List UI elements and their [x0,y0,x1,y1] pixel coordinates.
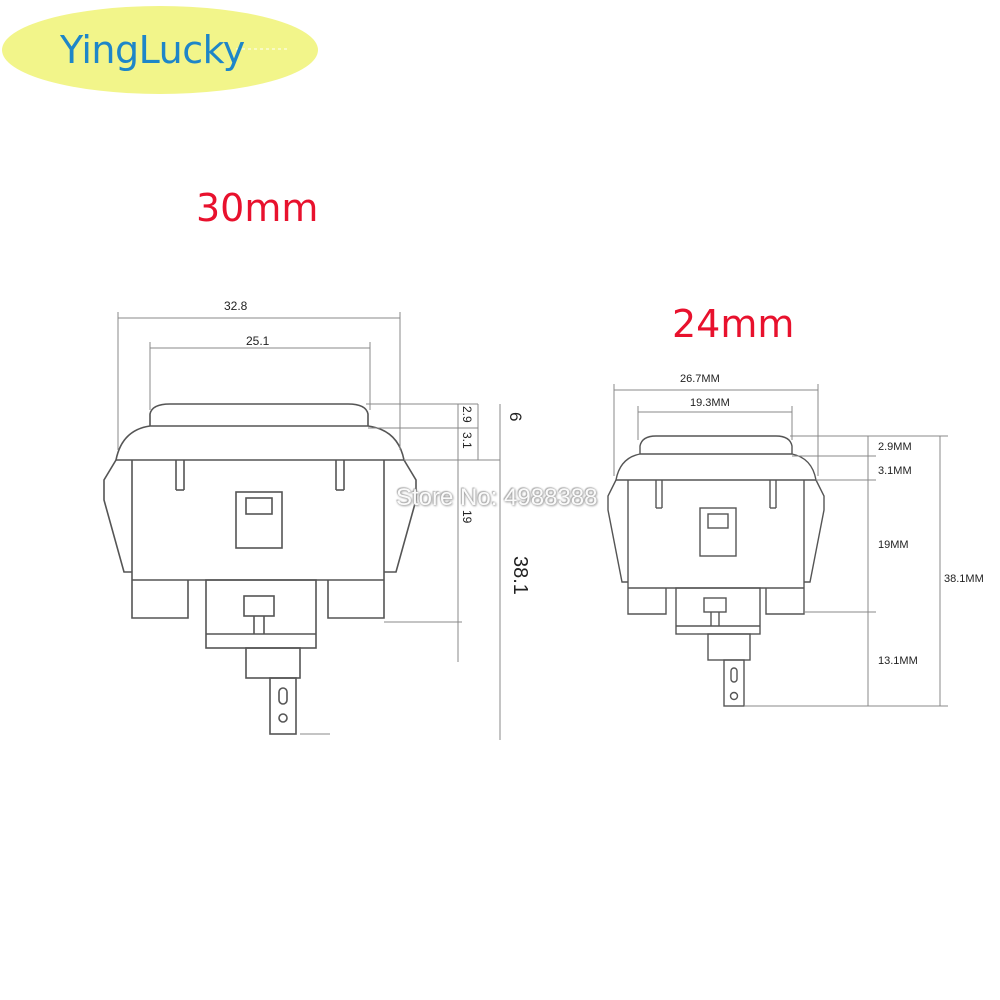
dim-24-body: 19MM [878,539,909,551]
brand-logo [2,6,318,94]
dim-30-cap-width: 25.1 [246,334,270,348]
button-24mm-dimension-lines [613,384,948,707]
size-label-24mm: 24mm [672,302,795,346]
dim-30-total: 38.1 [509,556,531,595]
button-30mm-drawing [103,403,417,735]
store-watermark: Store No: 4988388 [396,484,598,511]
dim-30-cap-height: 2.9 [460,406,474,423]
dim-30-body: 19 [460,510,474,524]
dim-24-terminal: 13.1MM [878,655,918,667]
button-30mm-dimension-lines [117,312,501,740]
dim-24-outer-width: 26.7MM [680,373,720,385]
brand-name: YingLucky [60,28,245,72]
dim-30-outer-width: 32.8 [224,299,248,313]
dim-24-cap-width: 19.3MM [690,397,730,409]
button-24mm-drawing [607,435,825,707]
size-label-30mm: 30mm [196,186,319,230]
dim-24-total: 38.1MM [944,573,984,585]
dim-30-top-total: 6 [506,412,525,421]
dim-24-flange: 3.1MM [878,465,912,477]
dim-30-flange: 3.1 [460,432,474,449]
dim-24-cap-height: 2.9MM [878,441,912,453]
